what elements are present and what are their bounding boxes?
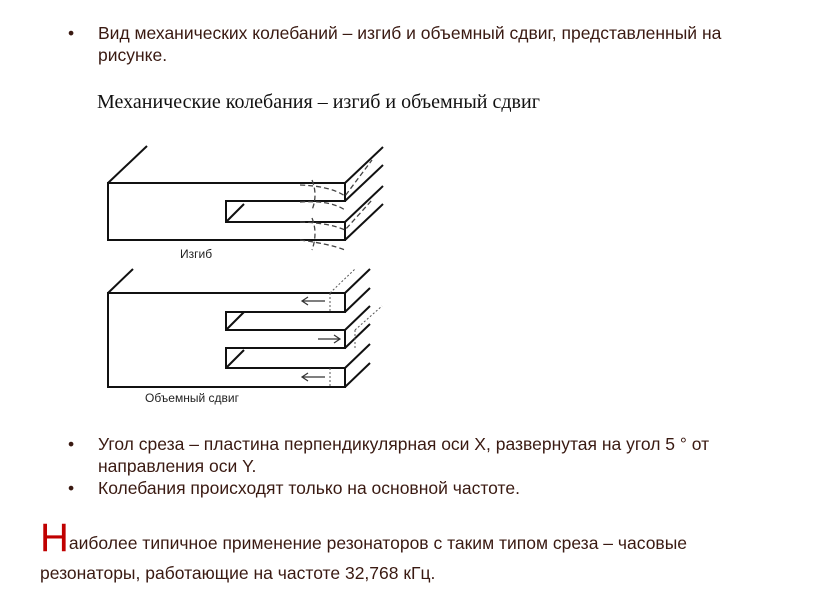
bending-figure: [107, 145, 384, 241]
bullet-text: рисунке.: [98, 45, 168, 65]
shear-deflection: [329, 268, 383, 387]
bullet-icon: •: [68, 23, 75, 43]
figure-title: Механические колебания – изгиб и объемны…: [97, 91, 540, 113]
bullet-text: Угол среза – пластина перпендикулярная о…: [98, 434, 710, 454]
arrow-icon: [300, 296, 342, 382]
bend-label: Изгиб: [180, 247, 212, 261]
bullet-text: Вид механических колебаний – изгиб и объ…: [98, 23, 722, 43]
drop-cap: Н: [40, 516, 69, 560]
shear-figure: [107, 268, 371, 388]
shear-label: Объемный сдвиг: [145, 391, 240, 405]
bending-deflection: [299, 159, 373, 251]
bullet-text: направления оси Y.: [98, 456, 257, 476]
bullet-icon: •: [68, 434, 75, 454]
summary-paragraph: Наиболее типичное применение резонаторов…: [40, 518, 688, 588]
paragraph-text: резонаторы, работающие на частоте 32,768…: [40, 563, 436, 583]
bullet-icon: •: [68, 478, 75, 498]
paragraph-text: аиболее типичное применение резонаторов …: [68, 533, 688, 553]
bullet-text: Колебания происходят только на основной …: [98, 478, 520, 498]
